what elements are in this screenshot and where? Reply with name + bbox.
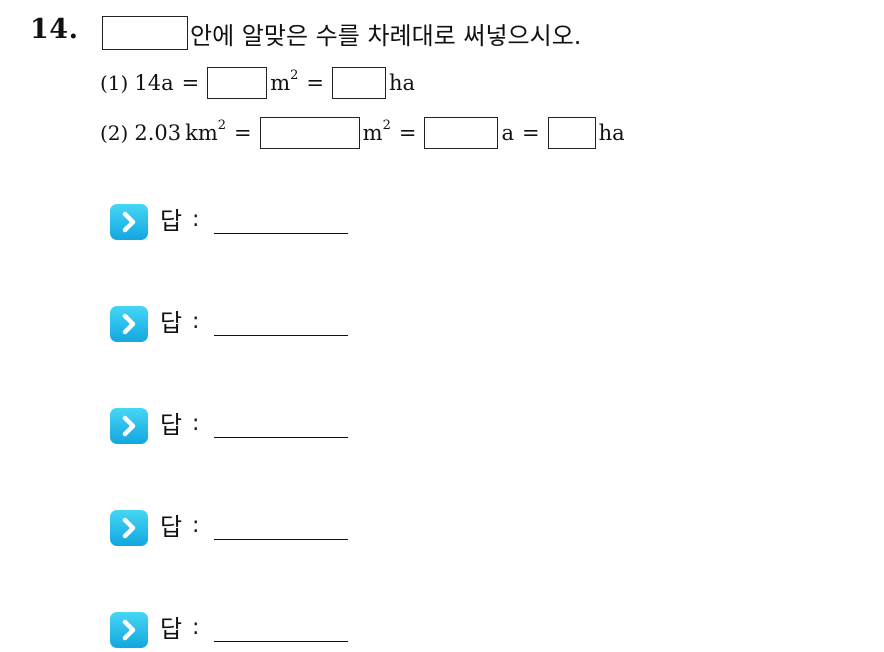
prompt-blank-box (102, 16, 188, 50)
answer-colon: : (192, 207, 200, 232)
answer-label: 답 (160, 513, 183, 541)
question-prompt: 안에 알맞은 수를 차례대로 써넣으시오. (190, 21, 582, 50)
unit-square-meter: m2 (362, 118, 391, 145)
answer-colon: : (192, 513, 200, 538)
answer-label: 답 (160, 309, 183, 337)
answer-box-2-2[interactable] (424, 117, 499, 149)
unit-hectare: ha (389, 71, 416, 95)
chevron-right-icon (110, 408, 148, 444)
question-prompt-line: 안에 알맞은 수를 차례대로 써넣으시오. (102, 15, 581, 51)
chevron-right-icon (110, 306, 148, 342)
answer-box-2-1[interactable] (259, 117, 360, 149)
equals-sign: = (181, 71, 200, 95)
chevron-right-icon (110, 612, 148, 648)
chevron-right-icon (110, 204, 148, 240)
unit-are: a (501, 121, 514, 145)
unit-square-meter: m2 (270, 68, 299, 95)
subquestion-2-label: (2) (100, 121, 129, 145)
answer-label: 답 (160, 411, 183, 439)
answer-label: 답 (160, 207, 183, 235)
equals-sign: = (306, 71, 325, 95)
unit-square-kilometer: km2 (185, 118, 227, 145)
chevron-right-icon (110, 510, 148, 546)
subquestion-1: (1) 14a = m2 = ha (100, 66, 415, 100)
equals-sign: = (521, 121, 540, 145)
equals-sign: = (398, 121, 417, 145)
answer-box-1-2[interactable] (332, 67, 387, 99)
answer-colon: : (192, 411, 200, 436)
subquestion-2: (2) 2.03 km2 = m2 = a = ha (100, 116, 625, 150)
answer-line[interactable] (214, 233, 348, 234)
answer-line[interactable] (214, 641, 348, 642)
subquestion-1-value: 14a (134, 71, 174, 95)
answer-line[interactable] (214, 539, 348, 540)
answer-line[interactable] (214, 335, 348, 336)
subquestion-1-label: (1) (100, 71, 129, 95)
answer-colon: : (192, 309, 200, 334)
question-number: 14. (30, 14, 79, 45)
answer-box-2-3[interactable] (547, 117, 596, 149)
unit-hectare: ha (598, 121, 625, 145)
answer-line[interactable] (214, 437, 348, 438)
answer-label: 답 (160, 615, 183, 643)
equals-sign: = (234, 121, 252, 145)
subquestion-2-value: 2.03 (134, 121, 182, 145)
answer-box-1-1[interactable] (207, 67, 268, 99)
answer-colon: : (192, 615, 200, 640)
